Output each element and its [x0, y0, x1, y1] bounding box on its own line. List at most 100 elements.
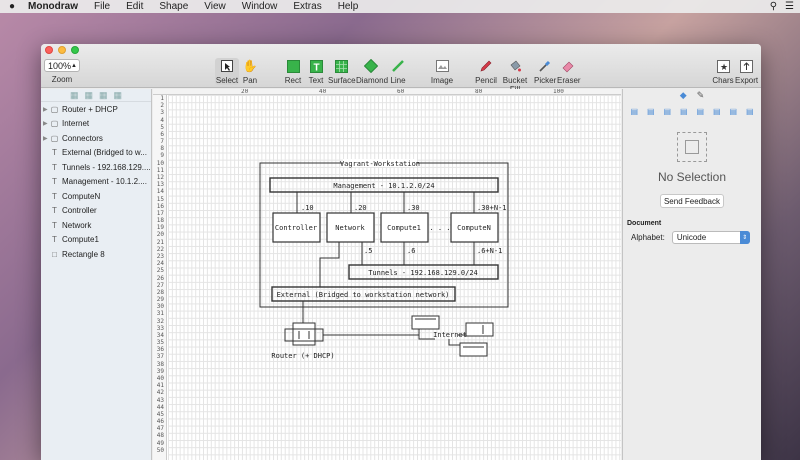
svg-text:★: ★: [720, 62, 728, 72]
ruler-label: 28: [156, 288, 164, 296]
canvas-grid[interactable]: [168, 95, 621, 460]
zoom-stepper[interactable]: 100% ▲: [44, 59, 80, 72]
tool-image[interactable]: Image: [430, 58, 454, 85]
tab-arrange-icon[interactable]: ◆: [679, 90, 687, 100]
align-middle-icon[interactable]: ▤: [696, 106, 705, 116]
align-bottom-icon[interactable]: ▤: [712, 106, 721, 116]
distribute-horizontal-icon[interactable]: ▤: [729, 106, 738, 116]
tunnel-ip-label: .5: [364, 247, 372, 255]
alphabet-row: Alphabet: Unicode ⇕: [631, 231, 761, 244]
tool-export-label: Export: [735, 76, 759, 85]
ruler-label: 48: [156, 432, 164, 440]
tool-picker[interactable]: Picker: [534, 58, 556, 85]
layer-item[interactable]: □Rectangle 8: [41, 247, 151, 262]
export-icon: [738, 58, 754, 74]
visibility-icon[interactable]: ▦: [113, 89, 123, 100]
group-icon[interactable]: ▦: [69, 89, 79, 100]
ruler-label: 2: [160, 102, 164, 110]
tool-chars[interactable]: ★ Chars: [712, 58, 734, 85]
text-layer-icon: T: [52, 235, 57, 245]
tool-rect[interactable]: Rect: [283, 58, 303, 85]
lock-icon[interactable]: ▦: [99, 89, 108, 100]
stepper-arrows-icon[interactable]: ▲: [71, 62, 77, 69]
internet-node[interactable]: [465, 322, 494, 337]
menu-file[interactable]: File: [94, 1, 111, 12]
ruler-label: 31: [156, 310, 164, 318]
chars-icon: ★: [715, 58, 731, 74]
ruler-label: 29: [156, 296, 164, 304]
router-box[interactable]: [292, 322, 316, 346]
ruler-label: 25: [156, 267, 164, 275]
tool-export[interactable]: Export: [735, 58, 759, 85]
layer-item[interactable]: ▶▢Internet: [41, 117, 151, 132]
disclosure-triangle-icon[interactable]: ▶: [43, 106, 48, 113]
close-button[interactable]: [45, 46, 53, 54]
tool-line[interactable]: Line: [388, 58, 408, 85]
ruler-label: 34: [156, 331, 164, 339]
workstation-title: Vagrant-Workstation: [340, 160, 420, 168]
menu-extras[interactable]: Extras: [293, 1, 322, 12]
align-top-icon[interactable]: ▤: [679, 106, 688, 116]
align-right-icon[interactable]: ▤: [663, 106, 672, 116]
ruler-label: 30: [156, 303, 164, 311]
minimize-button[interactable]: [58, 46, 66, 54]
layer-item[interactable]: ▶▢Router + DHCP: [41, 102, 151, 117]
menu-view[interactable]: View: [204, 1, 226, 12]
disclosure-triangle-icon[interactable]: ▶: [43, 121, 48, 128]
zoom-window-button[interactable]: [71, 46, 79, 54]
distribute-vertical-icon[interactable]: ▤: [745, 106, 754, 116]
tool-eraser[interactable]: Eraser: [557, 58, 581, 85]
external-network[interactable]: [271, 286, 456, 302]
spotlight-icon[interactable]: ⚲: [769, 1, 778, 12]
align-center-icon[interactable]: ▤: [646, 106, 655, 116]
menu-window[interactable]: Window: [241, 1, 278, 12]
ruler-label: 45: [156, 410, 164, 418]
tab-style-icon[interactable]: ✎: [696, 90, 705, 100]
node-controller[interactable]: [272, 212, 321, 243]
layer-item[interactable]: ▶▢Connectors: [41, 131, 151, 146]
ruler-label: 3: [160, 109, 164, 117]
menu-edit[interactable]: Edit: [126, 1, 144, 12]
alphabet-select[interactable]: Unicode ⇕: [671, 231, 750, 244]
folder-icon: ▢: [50, 119, 59, 129]
ruler-label: 44: [156, 403, 164, 411]
disclosure-triangle-icon[interactable]: ▶: [43, 135, 48, 142]
tool-pencil[interactable]: Pencil: [475, 58, 497, 85]
tool-select[interactable]: Select: [215, 58, 239, 85]
tool-diamond[interactable]: Diamond: [356, 58, 388, 85]
ungroup-icon[interactable]: ▦: [84, 89, 93, 100]
apple-icon[interactable]: ●: [8, 1, 16, 12]
sidebar-tools: ▦ ▦ ▦ ▦: [41, 89, 151, 102]
management-bus[interactable]: [269, 177, 499, 193]
menu-bar: ● Monodraw File Edit Shape View Window E…: [0, 0, 800, 13]
ruler-label: 80: [475, 89, 483, 95]
ruler-label: 9: [160, 152, 164, 160]
tunnels-bus[interactable]: [348, 264, 499, 280]
app-menu[interactable]: Monodraw: [28, 1, 78, 12]
surface-icon: [333, 58, 349, 74]
tool-pan[interactable]: ✋ Pan: [240, 58, 260, 85]
menu-help[interactable]: Help: [337, 1, 359, 12]
menu-shape[interactable]: Shape: [159, 1, 189, 12]
text-layer-icon: T: [52, 148, 57, 158]
internet-node[interactable]: [459, 342, 488, 357]
router-label: Router (+ DHCP): [271, 352, 334, 360]
diagram[interactable]: Vagrant-Workstation Management - 10.1.2.…: [153, 89, 621, 460]
no-selection-icon: [677, 132, 707, 162]
node-network[interactable]: [326, 212, 375, 243]
ruler-label: 20: [156, 231, 164, 239]
notification-center-icon[interactable]: ☰: [785, 1, 794, 12]
send-feedback-button[interactable]: Send Feedback: [660, 194, 724, 208]
tool-text[interactable]: T Text: [306, 58, 326, 85]
tool-surface[interactable]: Surface: [328, 58, 356, 85]
align-left-icon[interactable]: ▤: [630, 106, 639, 116]
internet-node[interactable]: [411, 315, 440, 330]
